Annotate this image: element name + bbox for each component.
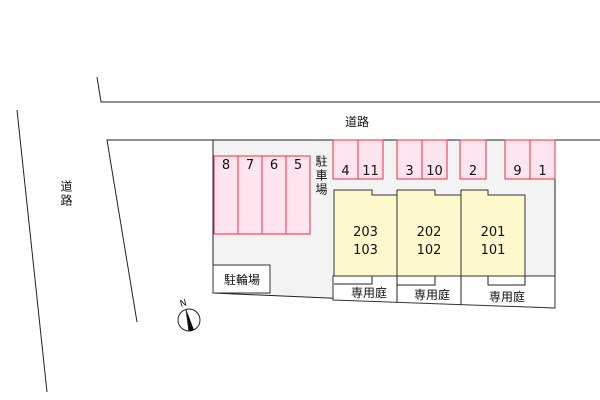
top-road-edge: [96, 76, 600, 103]
parking-space: 5: [285, 155, 311, 235]
unit-number-lower: 101: [481, 243, 506, 258]
compass-north-label: N: [179, 298, 188, 309]
parking-spaces: 8 7 6 5 4 11 3 10 2 9 1: [213, 139, 556, 235]
parking-space: 3: [396, 139, 423, 180]
parking-space: 4: [332, 139, 359, 180]
parking-space-number: 1: [538, 164, 546, 179]
parking-space-number: 8: [222, 158, 230, 173]
parking-space: 1: [529, 139, 556, 180]
parking-space-number: 4: [341, 164, 349, 179]
garden-label: 専用庭: [351, 285, 387, 300]
unit-number-upper: 201: [481, 225, 506, 240]
parking-space-number: 9: [513, 164, 521, 179]
top-road-label: 道路: [345, 114, 369, 129]
garden-label: 専用庭: [489, 289, 525, 304]
left-road-label: 道路: [59, 180, 73, 208]
parking-space: 8: [213, 155, 239, 235]
parking-space-number: 11: [362, 164, 379, 179]
unit-number-upper: 203: [353, 225, 378, 240]
parking-space: 7: [237, 155, 263, 235]
compass-icon: N: [177, 298, 201, 332]
parking-space-number: 10: [426, 164, 443, 179]
garden-label: 専用庭: [414, 287, 450, 302]
parking-label: 駐車場: [314, 154, 328, 197]
unit-number-lower: 103: [353, 243, 378, 258]
unit-number-upper: 202: [417, 225, 442, 240]
parking-space-number: 2: [469, 164, 477, 179]
parking-space: 11: [357, 139, 384, 180]
parking-space: 2: [459, 139, 487, 180]
parking-space: 6: [261, 155, 287, 235]
parking-space-number: 5: [294, 158, 302, 173]
unit-number-lower: 102: [417, 243, 442, 258]
bicycle-parking-label: 駐輪場: [224, 272, 260, 287]
bicycle-parking: [212, 264, 271, 294]
left-road-edge: [16, 109, 48, 393]
parking-space: 10: [421, 139, 448, 180]
parking-space-number: 3: [405, 164, 413, 179]
parking-space-number: 7: [246, 158, 254, 173]
parking-space-number: 6: [270, 158, 278, 173]
parking-space: 9: [504, 139, 531, 180]
